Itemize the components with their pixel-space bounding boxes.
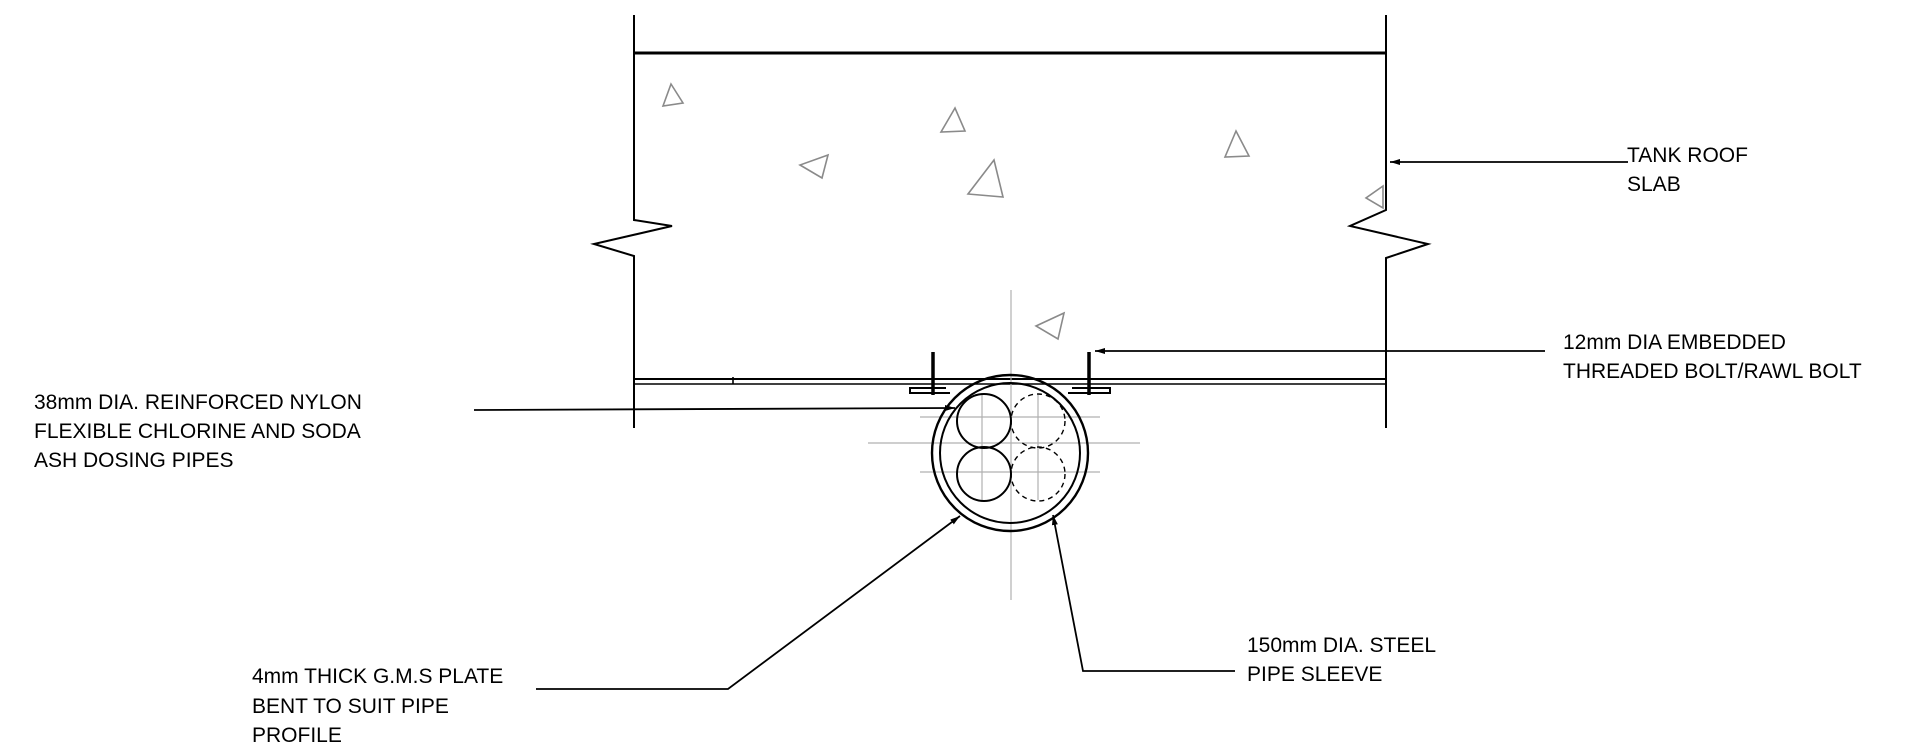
label-line: THREADED BOLT/RAWL BOLT — [1563, 360, 1862, 383]
leader-lines — [473, 159, 1628, 690]
slab-right-break-line — [1346, 15, 1432, 428]
aggregate-mark — [1364, 184, 1384, 210]
leader-gms-plate — [536, 515, 961, 690]
dosing-pipe — [956, 446, 1012, 502]
aggregate-mark — [1223, 129, 1251, 158]
aggregate-mark — [798, 153, 830, 180]
dosing-pipe — [956, 393, 1012, 449]
label-line: BENT TO SUIT PIPE — [252, 695, 449, 718]
label-tank-roof-slab: TANK ROOF SLAB — [1627, 144, 1754, 196]
leader-steel-sleeve — [1051, 514, 1235, 672]
aggregate-mark — [661, 82, 685, 107]
label-line: 12mm DIA EMBEDDED — [1563, 331, 1786, 354]
concrete-aggregate-hatch — [661, 82, 1384, 341]
label-dosing-pipes: 38mm DIA. REINFORCED NYLON FLEXIBLE CHLO… — [34, 391, 368, 472]
label-line: ASH DOSING PIPES — [34, 449, 234, 472]
label-line: PIPE SLEEVE — [1247, 663, 1382, 686]
label-line: SLAB — [1627, 173, 1681, 196]
label-line: 38mm DIA. REINFORCED NYLON — [34, 391, 362, 414]
label-line: 4mm THICK G.M.S PLATE — [252, 665, 503, 688]
aggregate-mark — [1034, 311, 1066, 341]
gms-plate-outer-circle — [930, 373, 1090, 533]
pipe-sleeve-assembly — [930, 373, 1090, 533]
label-steel-sleeve: 150mm DIA. STEEL PIPE SLEEVE — [1247, 634, 1441, 686]
dosing-pipe — [1010, 446, 1066, 502]
label-gms-plate: 4mm THICK G.M.S PLATE BENT TO SUIT PIPE … — [252, 665, 509, 747]
steel-sleeve-circle — [939, 382, 1081, 524]
leader-dosing-pipes — [473, 405, 956, 412]
label-line: TANK ROOF — [1627, 144, 1748, 167]
label-line: 150mm DIA. STEEL — [1247, 634, 1435, 657]
slab-left-break-line — [590, 15, 673, 428]
label-line: FLEXIBLE CHLORINE AND SODA — [34, 420, 361, 443]
embedded-bolts — [909, 352, 1111, 395]
plate-flange-left — [909, 387, 950, 394]
label-embedded-bolt: 12mm DIA EMBEDDED THREADED BOLT/RAWL BOL… — [1563, 331, 1862, 383]
aggregate-mark — [966, 158, 1005, 198]
aggregate-mark — [939, 106, 967, 133]
plate-flange-right — [1068, 387, 1111, 394]
label-line: PROFILE — [252, 724, 342, 747]
dosing-pipe — [1010, 393, 1066, 449]
